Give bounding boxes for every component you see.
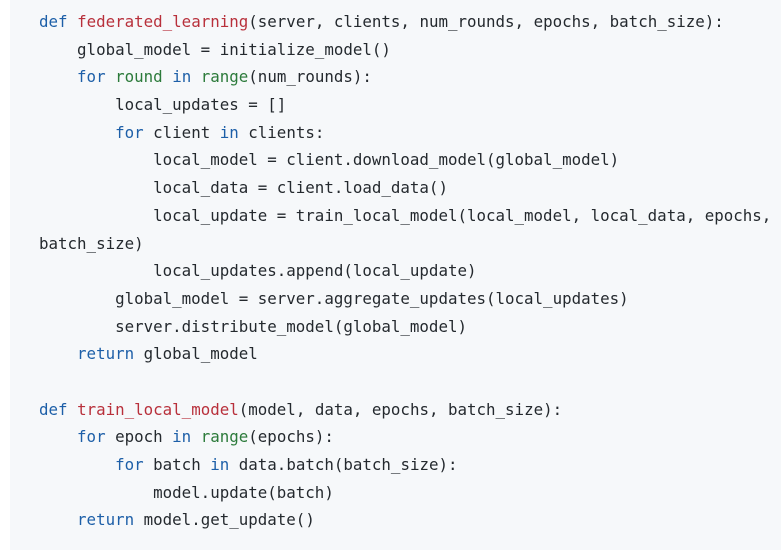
code-text — [39, 455, 115, 474]
code-keyword: for — [77, 67, 106, 87]
code-text — [68, 12, 78, 31]
code-text: global_model = server.aggregate_updates(… — [39, 288, 629, 308]
code-line: model.update(batch) — [39, 479, 771, 507]
code-text: local_updates.append(local_update) — [39, 261, 477, 281]
code-text — [39, 427, 77, 446]
code-line: local_update = train_local_model(local_m… — [39, 202, 771, 230]
code-line: batch_size) — [39, 230, 771, 258]
code-text: model.get_update() — [134, 510, 315, 530]
code-keyword: in — [210, 455, 230, 474]
code-line: local_model = client.download_model(glob… — [39, 146, 771, 174]
code-keyword: return — [77, 344, 135, 364]
code-function-name: train_local_model — [77, 399, 239, 419]
code-line: for round in range(num_rounds): — [39, 63, 771, 91]
code-line: global_model = initialize_model() — [39, 36, 771, 64]
code-text: clients: — [238, 122, 325, 142]
code-text — [39, 67, 77, 86]
code-text: batch — [143, 455, 211, 474]
code-line: def train_local_model(model, data, epoch… — [39, 396, 771, 424]
code-text: batch_size) — [39, 233, 144, 253]
code-keyword: in — [172, 67, 192, 87]
code-text: local_data = client.load_data() — [39, 178, 448, 198]
code-text: global_model = initialize_model() — [39, 39, 391, 59]
code-text: local_model = client.download_model(glob… — [39, 150, 620, 170]
code-line — [39, 368, 771, 396]
code-line: for client in clients: — [39, 119, 771, 147]
code-line: global_model = server.aggregate_updates(… — [39, 285, 771, 313]
code-text: data.batch(batch_size): — [229, 455, 458, 474]
code-text: local_updates = [] — [39, 95, 287, 115]
code-text — [68, 400, 78, 419]
code-text: (server, clients, num_rounds, epochs, ba… — [248, 12, 724, 31]
code-keyword: def — [39, 399, 68, 419]
code-keyword: in — [172, 427, 192, 447]
code-text — [39, 510, 77, 529]
code-line: server.distribute_model(global_model) — [39, 313, 771, 341]
code-line: local_updates = [] — [39, 91, 771, 119]
code-text: server.distribute_model(global_model) — [39, 316, 467, 336]
code-text — [39, 344, 77, 363]
code-line: for batch in data.batch(batch_size): — [39, 451, 771, 479]
code-function-name: federated_learning — [77, 12, 249, 31]
code-builtin: range — [200, 427, 249, 447]
code-keyword: return — [77, 510, 135, 530]
code-builtin: round — [115, 67, 163, 87]
code-line: return model.get_update() — [39, 506, 771, 534]
code-keyword: def — [39, 12, 68, 31]
code-line: return global_model — [39, 340, 771, 368]
code-text: global_model — [134, 344, 258, 364]
code-text — [191, 67, 201, 86]
code-keyword: in — [219, 122, 239, 142]
code-text — [163, 67, 173, 86]
code-keyword: for — [77, 427, 106, 447]
code-keyword: for — [115, 455, 144, 474]
code-text: (model, data, epochs, batch_size): — [238, 399, 563, 419]
code-text: epoch — [105, 427, 173, 447]
code-text: client — [143, 122, 220, 142]
code-line: for epoch in range(epochs): — [39, 423, 771, 451]
code-text — [191, 427, 201, 446]
code-text: model.update(batch) — [39, 482, 334, 502]
code-line: local_updates.append(local_update) — [39, 257, 771, 285]
code-text — [106, 67, 116, 86]
code-text: (epochs): — [248, 427, 334, 447]
code-text: local_update = train_local_model(local_m… — [39, 205, 772, 225]
code-block: def federated_learning(server, clients, … — [10, 0, 781, 550]
code-text: (num_rounds): — [248, 67, 372, 87]
code-line: def federated_learning(server, clients, … — [39, 8, 771, 36]
code-text — [39, 123, 115, 142]
code-line: local_data = client.load_data() — [39, 174, 771, 202]
code-builtin: range — [200, 67, 249, 87]
code-lines: def federated_learning(server, clients, … — [39, 8, 771, 534]
code-keyword: for — [115, 122, 144, 142]
